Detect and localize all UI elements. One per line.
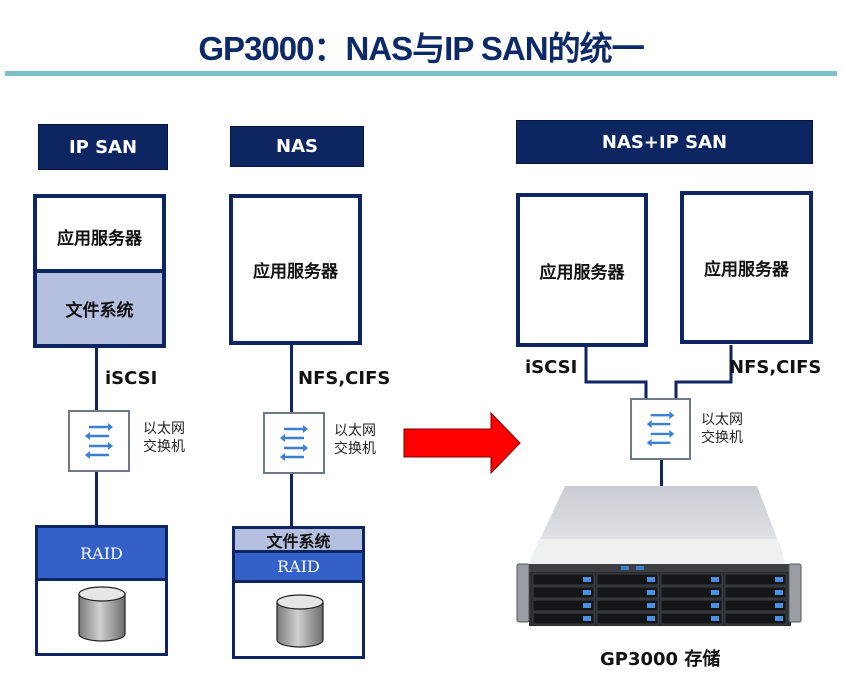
unified-app-server-right-label: 应用服务器 (704, 260, 789, 280)
ipsan-link-bottom (95, 472, 98, 525)
right-arrow-icon (403, 411, 521, 475)
drive-bay (660, 573, 723, 586)
drive-bay (596, 586, 659, 599)
drive-bay (532, 573, 595, 586)
nas-protocol-label: NFS,CIFS (298, 368, 391, 389)
switch-arrows-icon (85, 423, 113, 459)
ipsan-filesystem: 文件系统 (33, 269, 166, 348)
unified-app-server-left-label: 应用服务器 (539, 262, 625, 283)
drive-bay (532, 612, 595, 625)
storage-caption: GP3000 存储 (600, 649, 721, 670)
drive-bay-latch (583, 603, 591, 608)
page-title: GP3000：NAS与IP SAN的统一 (198, 30, 644, 67)
ipsan-filesystem-label: 文件系统 (65, 301, 134, 321)
unified-header: NAS+IP SAN (516, 120, 813, 164)
ipsan-raid-label: RAID (80, 543, 123, 563)
drive-bay (596, 612, 659, 625)
ipsan-app-server: 应用服务器 (33, 194, 166, 274)
nas-switch-label: 以太网 交换机 (334, 423, 376, 457)
drive-bay (596, 573, 659, 586)
drive-bay-latch (775, 590, 783, 595)
nas-ethernet-switch (263, 412, 325, 474)
disk-cylinder-icon (78, 586, 126, 642)
drive-bay-latch (647, 577, 655, 582)
drive-bay (532, 599, 595, 612)
drive-bay-latch (775, 577, 783, 582)
disk-cylinder-icon (276, 594, 324, 648)
nas-storage: 文件系统 RAID (232, 526, 365, 659)
unified-connector-lines (584, 345, 733, 398)
drive-bay (660, 612, 723, 625)
drive-bay-latch (647, 603, 655, 608)
unified-protocol-right: NFS,CIFS (729, 357, 822, 378)
drive-bay (724, 586, 787, 599)
drive-bay-latch (775, 603, 783, 608)
switch-arrows-icon (280, 425, 308, 461)
nas-app-server: 应用服务器 (229, 194, 362, 345)
drive-bay-latch (583, 590, 591, 595)
drive-bay (724, 612, 787, 625)
rack-storage-server-icon (516, 486, 802, 626)
nas-raid: RAID (235, 553, 362, 583)
ipsan-switch-label: 以太网 交换机 (143, 421, 185, 455)
drive-bay-latch (583, 577, 591, 582)
title-divider (5, 71, 837, 76)
drive-bay-latch (775, 616, 783, 621)
unified-link-bottom (660, 460, 663, 486)
drive-bay (724, 573, 787, 586)
drive-bay (660, 586, 723, 599)
drive-bay-latch (583, 616, 591, 621)
drive-bay-latch (711, 590, 719, 595)
unified-ethernet-switch (630, 398, 691, 460)
drive-bay (660, 599, 723, 612)
drive-bay (724, 599, 787, 612)
unified-app-server-right: 应用服务器 (680, 191, 813, 344)
ipsan-header: IP SAN (38, 124, 168, 170)
nas-filesystem-label: 文件系统 (266, 531, 331, 551)
ipsan-link-top (95, 348, 98, 410)
ipsan-raid: RAID (38, 528, 165, 581)
unified-switch-label: 以太网 交换机 (701, 412, 743, 446)
drive-bay (532, 586, 595, 599)
drive-bay-latch (711, 616, 719, 621)
switch-arrows-icon (646, 411, 675, 447)
drive-bay-latch (647, 616, 655, 621)
ipsan-protocol-label: iSCSI (105, 368, 158, 389)
nas-filesystem: 文件系统 (235, 529, 362, 553)
unified-app-server-left: 应用服务器 (516, 193, 648, 347)
unified-protocol-left: iSCSI (525, 357, 578, 378)
nas-header: NAS (230, 126, 364, 167)
drive-bay-latch (711, 603, 719, 608)
nas-link-bottom (290, 474, 293, 526)
ipsan-storage: RAID (35, 525, 168, 656)
drive-bay-latch (647, 590, 655, 595)
ipsan-app-server-label: 应用服务器 (57, 228, 142, 249)
nas-raid-label: RAID (277, 557, 320, 576)
nas-app-server-label: 应用服务器 (253, 262, 338, 282)
nas-link-top (290, 345, 293, 412)
drive-bay-latch (711, 577, 719, 582)
ipsan-ethernet-switch (68, 410, 130, 472)
drive-bay (596, 599, 659, 612)
